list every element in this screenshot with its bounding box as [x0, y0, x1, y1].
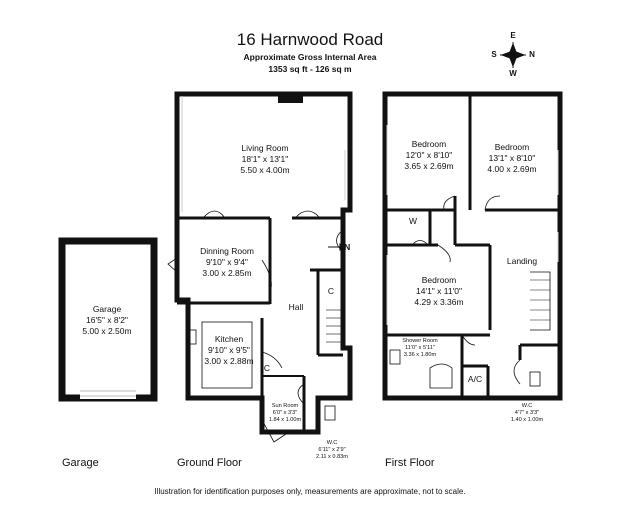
- landing-label: Landing: [506, 256, 538, 266]
- compass-n-label: N: [529, 50, 535, 59]
- compass-s-label: S: [491, 50, 497, 59]
- garage-plan: [58, 237, 158, 402]
- w-cupboard-label: W: [408, 216, 418, 226]
- entrance-label: IN: [341, 242, 351, 252]
- cupboard-label-hall: C: [327, 286, 335, 296]
- hall-label: Hall: [288, 302, 304, 312]
- disclaimer: Illustration for identification purposes…: [154, 487, 466, 496]
- compass-w-label: W: [509, 69, 517, 78]
- ground-floor-plan: [167, 91, 353, 443]
- garage-floor-title: Garage: [62, 457, 99, 469]
- ground-floor-title: Ground Floor: [177, 457, 242, 469]
- first-floor-plan: [382, 91, 563, 401]
- compass-e-label: E: [510, 31, 516, 40]
- property-address: 16 Harnwood Road: [236, 30, 384, 49]
- entrance-arrow: [328, 243, 346, 251]
- area-title: Approximate Gross Internal Area: [243, 52, 377, 62]
- area-value: 1353 sq ft - 126 sq m: [268, 64, 352, 74]
- cupboard-label-kitchen: C: [263, 363, 271, 373]
- compass: [500, 42, 526, 68]
- first-floor-title: First Floor: [385, 457, 435, 469]
- airing-cupboard-label: A/C: [467, 374, 483, 384]
